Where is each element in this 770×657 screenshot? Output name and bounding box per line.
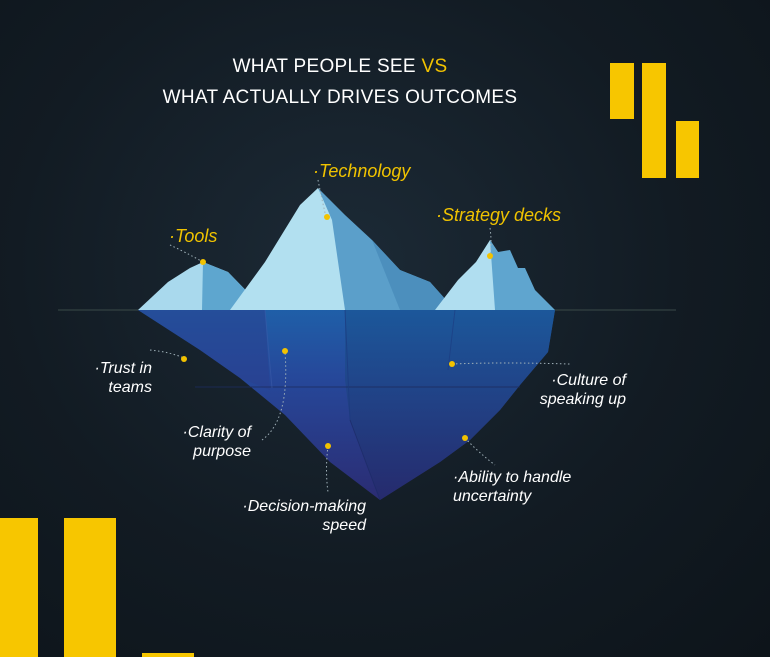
- dot-technology: [324, 214, 330, 220]
- dot-trust: [181, 356, 187, 362]
- ice-peak-right-shade: [490, 240, 555, 310]
- ability-line-1: ·Ability to handle: [453, 469, 572, 486]
- clarity-line-1: ·Clarity of: [182, 424, 251, 441]
- clarity-line-2: purpose: [193, 443, 251, 460]
- dot-decision: [325, 443, 331, 449]
- deco-bar-top-left: [610, 63, 634, 119]
- connector-strategy: [489, 227, 492, 256]
- underwater-shade-left: [138, 310, 270, 390]
- title-vs-highlight: VS: [421, 56, 448, 77]
- connector-ability: [464, 437, 496, 466]
- dot-strategy: [487, 253, 493, 259]
- trust-line-1: ·Trust in: [94, 360, 152, 377]
- deco-bar-bottom-small: [142, 653, 194, 657]
- title-prefix: WHAT PEOPLE SEE: [232, 56, 416, 77]
- culture-line-2: speaking up: [539, 391, 626, 408]
- connector-tools: [169, 244, 204, 263]
- ice-peak-main-shade-dark: [372, 240, 455, 310]
- label-strategy-decks: ·Strategy decks: [436, 205, 562, 225]
- label-tools: ·Tools: [169, 226, 218, 246]
- dot-culture: [449, 361, 455, 367]
- decision-line-2: speed: [322, 517, 366, 534]
- dot-tools: [200, 259, 206, 265]
- connector-trust: [149, 349, 185, 359]
- page-title-line-1: WHAT PEOPLE SEE VS: [0, 56, 680, 78]
- page-title-line-2: WHAT ACTUALLY DRIVES OUTCOMES: [162, 87, 518, 108]
- trust-line-2: teams: [108, 379, 152, 396]
- deco-bar-top-middle: [642, 63, 666, 178]
- ability-line-2: uncertainty: [453, 488, 532, 505]
- label-trust-in-teams: ·Trust in teams: [60, 359, 152, 397]
- label-technology: ·Technology: [313, 161, 411, 181]
- dot-clarity: [282, 348, 288, 354]
- underwater-shade-right: [345, 310, 555, 500]
- deco-bar-top-right: [676, 121, 699, 178]
- label-culture-of-speaking-up: ·Culture of speaking up: [520, 371, 626, 409]
- deco-bar-bottom-middle: [64, 518, 116, 657]
- decision-line-1: ·Decision-making: [242, 498, 366, 515]
- dot-ability: [462, 435, 468, 441]
- label-decision-making-speed: ·Decision-making speed: [220, 497, 366, 535]
- label-ability-to-handle-uncertainty: ·Ability to handle uncertainty: [453, 468, 571, 506]
- deco-bar-bottom-left: [0, 518, 38, 657]
- label-clarity-of-purpose: ·Clarity of purpose: [150, 423, 251, 461]
- culture-line-1: ·Culture of: [551, 372, 626, 389]
